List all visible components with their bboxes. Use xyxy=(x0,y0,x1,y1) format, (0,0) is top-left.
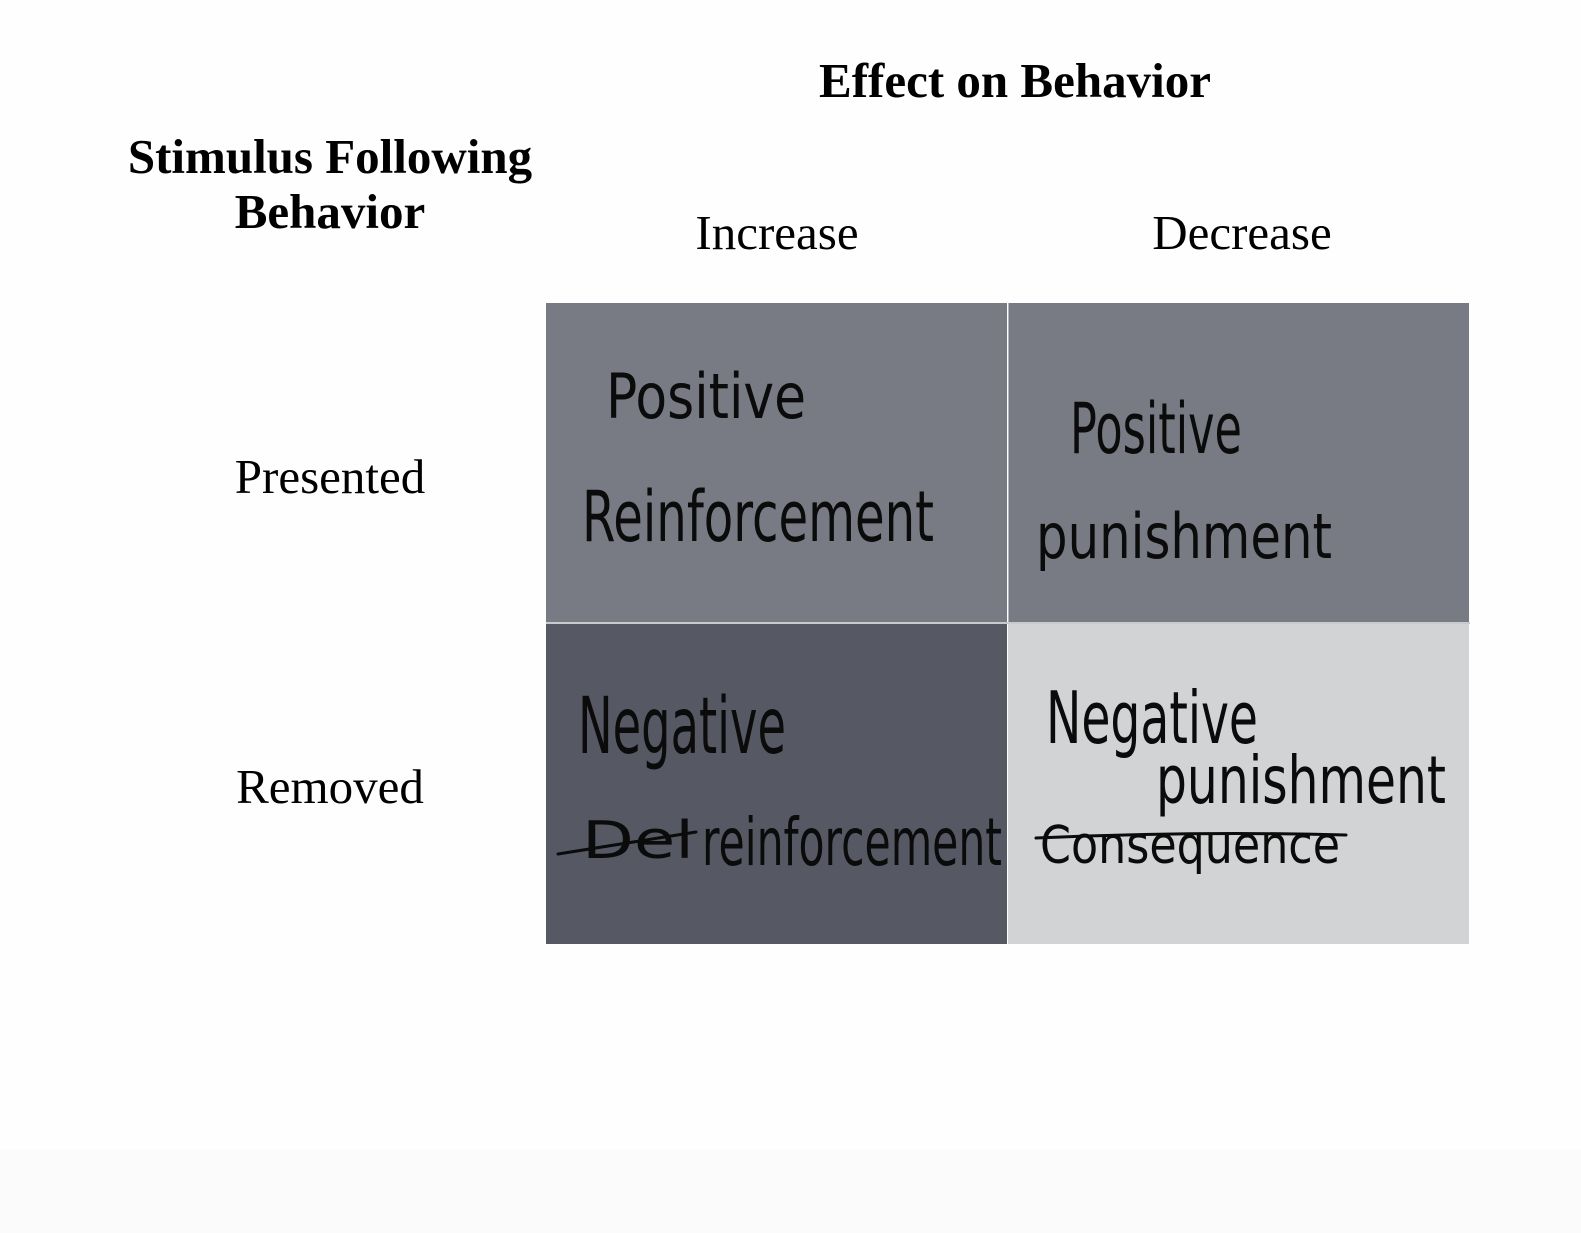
row-group-title: Stimulus Following Behavior xyxy=(80,129,580,240)
hw-positive-punishment-line1: Positive xyxy=(1070,388,1242,470)
hw-negative-reinforcement-line1: Negative xyxy=(578,682,786,772)
row-group-title-line1: Stimulus Following xyxy=(127,129,533,184)
matrix-grid: Positive Reinforcement Positive punishme… xyxy=(546,303,1470,945)
cell-removed-decrease xyxy=(1008,624,1469,944)
column-label-decrease: Decrease xyxy=(1152,205,1332,260)
row-label-presented: Presented xyxy=(234,449,426,504)
column-label-increase: Increase xyxy=(695,205,859,260)
row-label-removed: Removed xyxy=(236,759,424,814)
row-divider xyxy=(546,622,1470,624)
hw-positive-punishment-line2: punishment xyxy=(1036,500,1332,573)
hw-strikethrough xyxy=(556,830,698,856)
cell-presented-decrease xyxy=(1008,303,1469,623)
bottom-shade xyxy=(0,1150,1581,1233)
hw-positive-reinforcement-line2: Reinforcement xyxy=(582,476,934,558)
column-group-title: Effect on Behavior xyxy=(819,53,1211,108)
handwriting-layer: Positive Reinforcement Positive punishme… xyxy=(556,360,1446,881)
row-group-title-line2: Behavior xyxy=(234,183,426,239)
hw-strikethrough-consequence xyxy=(1034,832,1348,840)
hw-negative-reinforcement-line2: reinforcement xyxy=(702,804,1002,881)
cell-presented-increase xyxy=(546,303,1007,623)
hw-crossed-out-consequence: Consequence xyxy=(1040,816,1340,876)
hw-positive-reinforcement-line1: Positive xyxy=(606,360,806,433)
cell-removed-increase xyxy=(546,624,1007,944)
hw-negative-punishment-line2: punishment xyxy=(1156,742,1446,819)
hw-negative-punishment-line1: Negative xyxy=(1046,676,1258,760)
